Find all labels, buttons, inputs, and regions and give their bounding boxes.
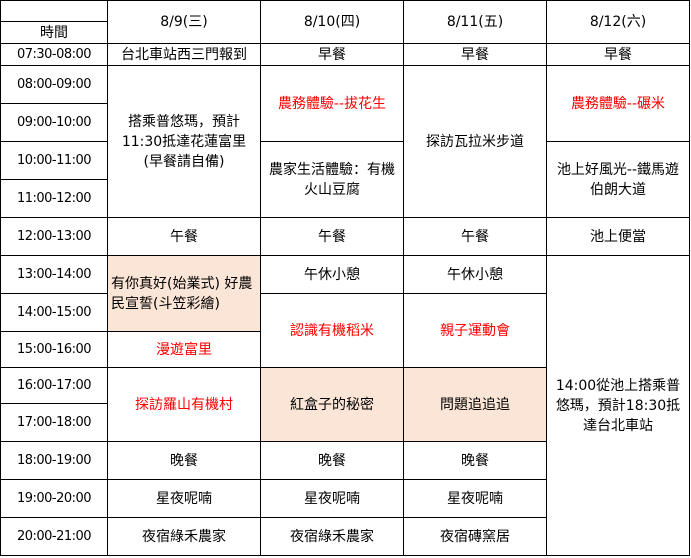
time-cell: 10:00-11:00 [0,141,108,180]
event-cell: 問題追追追 [403,367,547,442]
event-cell: 夜宿磚窯居 [403,517,547,556]
header-blank-cell [0,0,108,22]
event-cell: 星夜呢喃 [403,479,547,518]
event-cell: 早餐 [260,43,404,66]
event-cell: 星夜呢喃 [107,479,261,518]
event-cell: 早餐 [546,43,690,66]
event-cell: 紅盒子的秘密 [260,367,404,442]
time-cell: 17:00-18:00 [0,403,108,442]
event-cell: 午休小憩 [403,255,547,294]
event-cell: 晚餐 [260,441,404,480]
time-cell: 08:00-09:00 [0,65,108,104]
time-cell: 14:00-15:00 [0,293,108,332]
event-cell: 池上便當 [546,217,690,256]
event-cell: 搭乘普悠瑪，預計11:30抵達花蓮富里(早餐請自備) [107,65,261,218]
time-cell: 18:00-19:00 [0,441,108,480]
event-cell: 夜宿綠禾農家 [260,517,404,556]
event-cell: 午餐 [260,217,404,256]
time-cell: 15:00-16:00 [0,331,108,368]
day-header: 8/12(六) [546,0,690,44]
time-cell: 19:00-20:00 [0,479,108,518]
event-cell: 晚餐 [107,441,261,480]
event-cell: 夜宿綠禾農家 [107,517,261,556]
day-header: 8/10(四) [260,0,404,44]
time-cell: 16:00-17:00 [0,367,108,404]
time-cell: 11:00-12:00 [0,179,108,218]
event-cell: 認識有機稻米 [260,293,404,368]
event-cell: 晚餐 [403,441,547,480]
event-cell: 午休小憩 [260,255,404,294]
event-cell: 探訪羅山有機村 [107,367,261,442]
event-cell: 午餐 [107,217,261,256]
event-cell: 星夜呢喃 [260,479,404,518]
event-cell: 池上好風光--鐵馬遊伯朗大道 [546,141,690,218]
event-cell: 14:00從池上搭乘普悠瑪，預計18:30抵達台北車站 [546,255,690,556]
event-cell: 有你真好(始業式) 好農民宣誓(斗笠彩繪) [107,255,261,332]
event-cell: 探訪瓦拉米步道 [403,65,547,218]
time-cell: 12:00-13:00 [0,217,108,256]
time-cell: 13:00-14:00 [0,255,108,294]
event-cell: 農務體驗--拔花生 [260,65,404,142]
event-cell: 午餐 [403,217,547,256]
event-cell: 親子運動會 [403,293,547,368]
time-cell: 07:30-08:00 [0,43,108,66]
event-cell: 農家生活體驗：有機火山豆腐 [260,141,404,218]
time-cell: 09:00-10:00 [0,103,108,142]
event-cell: 早餐 [403,43,547,66]
time-header: 時間 [0,21,108,44]
event-cell: 漫遊富里 [107,331,261,368]
event-cell: 台北車站西三門報到 [107,43,261,66]
day-header: 8/11(五) [403,0,547,44]
event-cell: 農務體驗--碾米 [546,65,690,142]
day-header: 8/9(三) [107,0,261,44]
time-cell: 20:00-21:00 [0,517,108,556]
